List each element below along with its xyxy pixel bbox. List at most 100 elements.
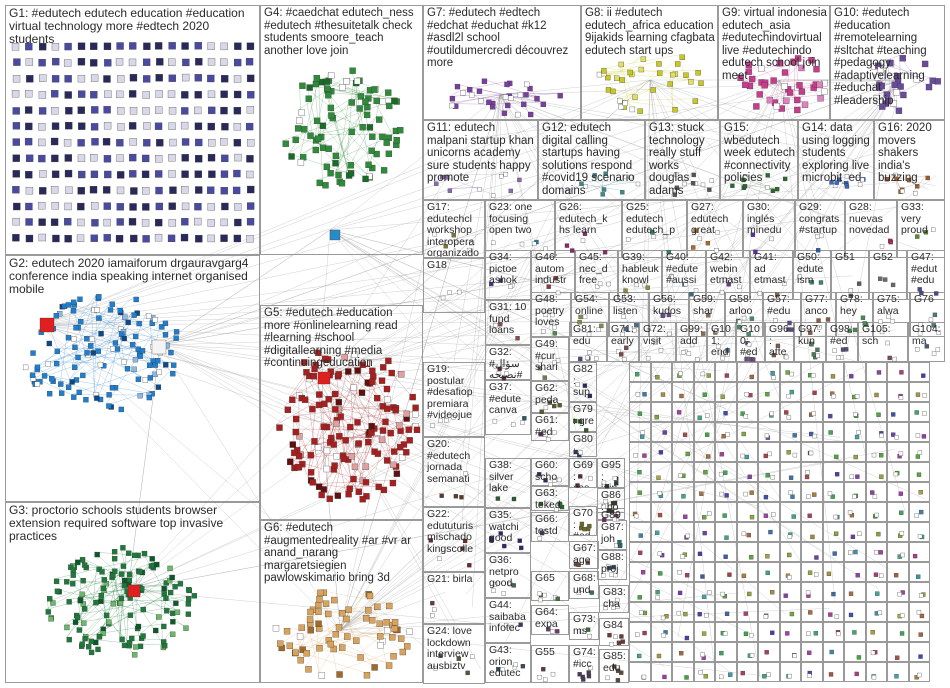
small-group-node [518, 622, 523, 627]
g1-node [116, 154, 124, 162]
small-group-cell [865, 622, 887, 642]
cell-node [805, 590, 811, 595]
group-g62: G62: peda [531, 381, 569, 413]
small-group-node [860, 315, 866, 320]
cell-node [850, 534, 856, 540]
g6-node [353, 637, 360, 644]
g1-node [38, 74, 47, 82]
g1-node [207, 58, 216, 66]
g1-node [51, 107, 59, 115]
cell-node [826, 571, 832, 577]
g1-node [38, 107, 47, 115]
small-group-node [440, 295, 446, 301]
small-group-node [501, 364, 507, 369]
g1-node [168, 74, 176, 82]
cell-node [792, 653, 797, 659]
cell-node [916, 610, 922, 615]
g15-node [742, 184, 748, 189]
g1-node [154, 122, 163, 130]
small-group-cell [736, 622, 758, 642]
group-g77: G77: anco [801, 292, 836, 337]
cell-node [678, 371, 683, 376]
small-group-node [706, 313, 711, 318]
g3-node [75, 559, 81, 566]
g7-node [557, 93, 563, 99]
small-group-cell [865, 582, 887, 602]
g5-node [388, 369, 395, 377]
cell-node [741, 431, 746, 437]
g3-node [79, 557, 86, 563]
g6-node [371, 664, 378, 671]
g6-node [391, 618, 399, 626]
cell-node [746, 532, 751, 538]
g5-node [398, 454, 406, 461]
g1-node [91, 106, 99, 114]
small-group-cell [908, 602, 930, 622]
small-group-node [727, 278, 732, 283]
g8-node [610, 88, 616, 95]
small-group-cell [672, 622, 694, 642]
g1-node [76, 234, 85, 242]
group-label: G72: visit [643, 323, 669, 347]
small-group-node [878, 276, 883, 281]
g8-node [695, 70, 701, 76]
cell-node [870, 630, 875, 635]
g2-node [95, 348, 101, 354]
g7-node [523, 92, 529, 98]
cell-node [810, 534, 815, 540]
small-group-cell [865, 482, 887, 502]
g7-node [454, 83, 461, 90]
g1-node [141, 219, 150, 227]
small-group-cell [865, 662, 887, 682]
g5-node [351, 463, 359, 471]
small-group-cell [715, 502, 737, 522]
cell-node [854, 394, 860, 399]
small-group-node [537, 365, 543, 371]
cell-node [740, 453, 745, 459]
g7-node [504, 81, 510, 88]
group-g82: G82: sup [569, 362, 597, 402]
group-label: G40: #edute #aussi [666, 251, 702, 286]
small-group-cell [779, 642, 801, 662]
cell-node [656, 653, 662, 659]
small-group-cell [887, 462, 909, 482]
group-label: G81: edu [573, 323, 599, 347]
group-label: G16: 2020 movers shakers india's buzzing [878, 122, 935, 184]
small-group-node [632, 328, 637, 333]
g4-node [332, 152, 340, 160]
small-group-node [836, 355, 841, 360]
group-label: G96: atte [769, 323, 789, 358]
small-group-node [603, 499, 608, 504]
g1-node [25, 171, 33, 179]
g7-node [486, 99, 492, 106]
g1-node [52, 234, 60, 243]
small-group-cell [715, 622, 737, 642]
cell-node [770, 590, 775, 595]
group-label: G89: do [601, 509, 621, 520]
g1-node [129, 138, 137, 146]
small-group-node [936, 330, 941, 335]
g1-node [220, 187, 228, 195]
g1-node [220, 90, 228, 98]
g1-node [169, 138, 177, 147]
g1-node [169, 186, 177, 194]
g1-node [181, 91, 189, 99]
g5-node [284, 406, 292, 413]
small-group-cell [801, 622, 823, 642]
cell-node [788, 475, 794, 480]
g2-node [69, 379, 75, 385]
group-g7: G7: #edutech #edtech #edchat #educhat #k… [423, 5, 581, 120]
small-group-cell [758, 382, 780, 402]
g5-node [412, 404, 419, 411]
small-group-cell [801, 382, 823, 402]
small-group-cell [865, 602, 887, 622]
g7-node [467, 86, 473, 93]
small-group-node [681, 350, 686, 355]
small-group-cell [758, 442, 780, 462]
g1-node [90, 123, 99, 131]
cell-node [915, 454, 921, 459]
g1-node [116, 171, 125, 179]
g4-node [359, 124, 366, 131]
g7-node [521, 101, 527, 108]
g2-node [130, 342, 136, 348]
